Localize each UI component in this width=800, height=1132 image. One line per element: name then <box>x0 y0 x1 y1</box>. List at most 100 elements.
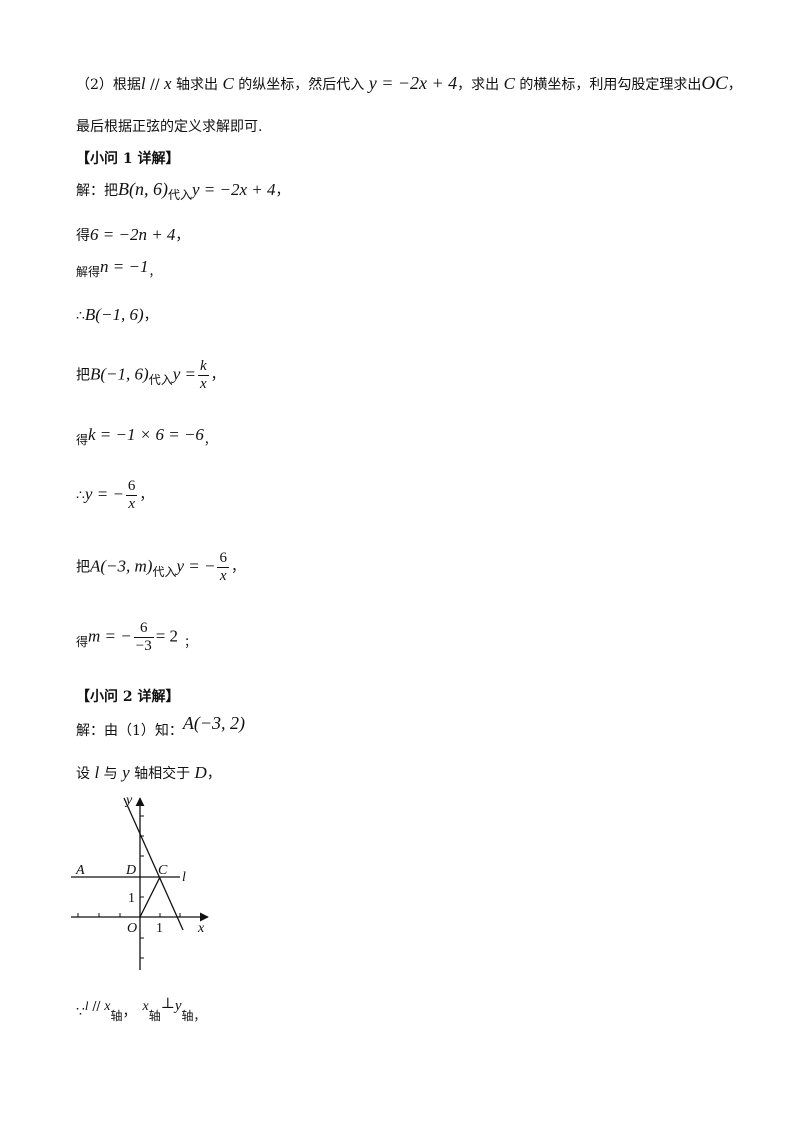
var-x: x <box>142 999 149 1014</box>
var-y: y <box>174 998 182 1014</box>
q2-line2: 设 l 与 y 轴相交于 D， <box>76 764 221 783</box>
var-x: x <box>104 999 111 1014</box>
point-A: A(−3, 2) <box>182 713 246 733</box>
text: ， <box>175 228 190 244</box>
point-B: B(−1, 6) <box>90 364 149 384</box>
text: ， <box>193 1009 206 1023</box>
text: ， <box>143 308 158 324</box>
q1-line2: 得6 = −2n + 4， <box>76 226 189 245</box>
line-y-minus-2x-plus-4 <box>123 797 184 931</box>
q1-line3: 解得n = −1， <box>76 257 161 280</box>
therefore-symbol: ∴ <box>76 487 85 504</box>
q1-line9: 得m = −6−3= 2； <box>76 620 196 655</box>
numerator: 6 <box>127 478 136 494</box>
x-ticks <box>77 913 181 917</box>
equation: k = −1 × 6 = −6 <box>88 425 204 444</box>
text: 得 <box>76 433 89 447</box>
label-y: y <box>124 793 133 808</box>
denominator: x <box>125 495 138 513</box>
var-l: l <box>140 74 146 93</box>
parallel-symbol: // <box>145 77 164 93</box>
numerator: 6 <box>219 550 227 566</box>
q2-line3: ∵l // x轴，x轴⊥y轴， <box>76 994 206 1023</box>
label-C: C <box>158 863 168 878</box>
text: ； <box>184 634 197 649</box>
denominator: x <box>217 567 229 585</box>
label-one-x: 1 <box>156 921 163 936</box>
text: 解：由（1）知： <box>76 723 183 739</box>
result: = 2 <box>155 626 179 646</box>
q1-line6: 得k = −1 × 6 = −6， <box>76 425 216 448</box>
var-l: l <box>94 763 100 782</box>
label-x: x <box>197 921 205 936</box>
text: 设 <box>76 766 95 782</box>
intro-text: 轴求出 <box>171 77 223 93</box>
perpendicular-symbol: ⊥ <box>160 994 175 1012</box>
text: 代入 <box>152 564 177 579</box>
label-O: O <box>127 921 137 936</box>
intro-text: （2）根据 <box>76 77 141 93</box>
text: ， <box>230 559 245 576</box>
text: 轴 <box>148 1009 161 1023</box>
label-one-y: 1 <box>128 891 135 906</box>
numerator: k <box>199 358 207 374</box>
text: 与 <box>99 766 123 782</box>
var-C: C <box>503 74 515 93</box>
var-y: y <box>122 763 130 782</box>
intro-text: ，求出 <box>457 77 504 93</box>
label-l: l <box>182 870 186 885</box>
segment-OC: OC <box>701 73 728 94</box>
intro-text: ， <box>727 77 742 93</box>
part2-intro-line: （2）根据l // x 轴求出 C 的纵坐标，然后代入 y = −2x + 4，… <box>76 74 742 94</box>
text: 把 <box>76 559 90 576</box>
point-B: B(n, 6) <box>118 179 168 199</box>
q1-header: 【小问 1 详解】 <box>76 151 180 167</box>
point-A: A(−3, m) <box>90 556 153 576</box>
text: 得 <box>76 634 89 649</box>
segment-OC <box>139 876 161 918</box>
text: 代入 <box>148 372 173 387</box>
point-B: B(−1, 6) <box>84 305 144 324</box>
var-C: C <box>222 74 234 93</box>
text: ， <box>139 487 154 504</box>
equation: y = − <box>84 484 124 504</box>
coordinate-figure: y x A D C l O 1 1 <box>66 790 216 979</box>
solution-n: n = −1 <box>100 257 149 276</box>
line-equation: y = −2x + 4 <box>192 180 276 199</box>
because-symbol: ∵ <box>76 1004 85 1020</box>
equation: y = − <box>176 556 216 576</box>
line-equation: y = −2x + 4 <box>368 73 458 93</box>
text: ， <box>148 265 161 279</box>
equation: m = − <box>88 626 132 646</box>
var-x: x <box>164 74 172 93</box>
text: ， <box>122 1004 137 1020</box>
fraction: 6−3 <box>133 620 154 655</box>
intro-text: 的纵坐标，然后代入 <box>233 77 369 93</box>
text: ， <box>210 367 225 384</box>
var-l: l <box>84 998 89 1013</box>
label-D: D <box>125 863 136 878</box>
q2-line1: 解：由（1）知：A(−3, 2) <box>76 714 245 740</box>
text: 解得 <box>76 265 101 279</box>
denominator: −3 <box>133 637 154 654</box>
var-D: D <box>194 763 207 782</box>
equation: 6 = −2n + 4 <box>90 225 176 244</box>
q2-header: 【小问 2 详解】 <box>76 689 180 705</box>
denominator: x <box>197 375 209 392</box>
parallel-symbol: // <box>88 999 105 1013</box>
q1-line1: 解：把B(n, 6)代入y = −2x + 4， <box>76 179 290 202</box>
text: 把 <box>76 367 90 384</box>
q1-line4: ∴B(−1, 6)， <box>76 306 158 325</box>
numerator: 6 <box>139 620 148 636</box>
intro-text: 的横坐标，利用勾股定理求出 <box>514 77 702 93</box>
text: 得 <box>76 228 90 244</box>
text: ， <box>275 183 290 199</box>
text: 轴 <box>110 1009 123 1023</box>
equation: y = <box>172 364 196 384</box>
